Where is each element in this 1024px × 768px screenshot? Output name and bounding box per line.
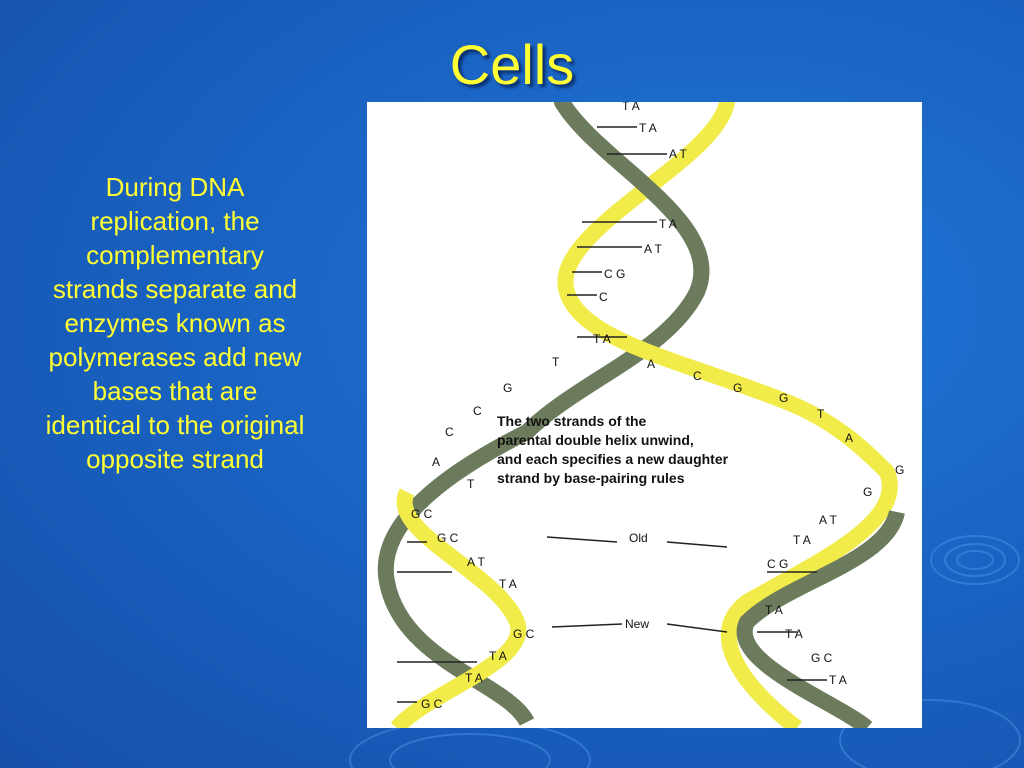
parental-pair-label: T A: [639, 121, 657, 135]
left-unpaired-base: G: [503, 381, 512, 395]
parental-helix: [519, 102, 895, 480]
left-daughter-pair: A T: [467, 555, 485, 569]
caption-line: The two strands of the: [497, 413, 647, 429]
parental-pair-label: C: [599, 290, 608, 304]
caption-line: and each specifies a new daughter: [497, 451, 729, 467]
left-daughter-pair: T A: [465, 671, 483, 685]
old-strand-label: Old: [629, 531, 648, 545]
parental-pair-label: A T: [669, 147, 687, 161]
right-daughter-helix: [720, 469, 905, 728]
old-strand-front: [554, 102, 710, 300]
right-daughter-pair: A T: [819, 513, 837, 527]
right-unpaired-base: G: [733, 381, 742, 395]
caption-line: parental double helix unwind,: [497, 432, 694, 448]
left-daughter-pair: G C: [437, 531, 459, 545]
right-daughter-pair: G C: [811, 651, 833, 665]
left-unpaired-base: T: [467, 477, 475, 491]
right-daughter-pair: T A: [829, 673, 847, 687]
parental-pair-label: C G: [604, 267, 625, 281]
right-unpaired-base: C: [693, 369, 702, 383]
left-daughter-pair: G C: [411, 507, 433, 521]
slide-body-text: During DNA replication, the complementar…: [45, 172, 305, 474]
left-unpaired-base: A: [432, 455, 440, 469]
left-unpaired-base: C: [445, 425, 454, 439]
dna-replication-figure: T A T A A T T A A T C G C T A T G C C A …: [367, 102, 922, 728]
left-daughter-pair: G C: [513, 627, 535, 641]
left-daughter-pair: T A: [489, 649, 507, 663]
parental-pair-label: T A: [659, 217, 677, 231]
parental-pair-label: T A: [622, 102, 640, 113]
left-daughter-helix: [377, 424, 535, 728]
left-unpaired-base: C: [473, 404, 482, 418]
slide-title: Cells: [449, 33, 575, 96]
parental-pair-label: A T: [644, 242, 662, 256]
right-daughter-pair: T A: [765, 603, 783, 617]
right-daughter-pair: T A: [785, 627, 803, 641]
left-unpaired-base: T: [552, 355, 560, 369]
right-unpaired-base: T: [817, 407, 825, 421]
parental-pair-label: T A: [593, 332, 611, 346]
right-unpaired-base: A: [647, 357, 655, 371]
new-strand-label: New: [625, 617, 649, 631]
right-unpaired-base: G: [863, 485, 872, 499]
left-daughter-pair: G C: [421, 697, 443, 711]
caption-line: strand by base-pairing rules: [497, 470, 685, 486]
right-unpaired-base: G: [895, 463, 904, 477]
right-unpaired-base: A: [845, 431, 853, 445]
right-unpaired-base: G: [779, 391, 788, 405]
right-daughter-pair: C G: [767, 557, 788, 571]
right-daughter-pair: T A: [793, 533, 811, 547]
left-daughter-pair: T A: [499, 577, 517, 591]
